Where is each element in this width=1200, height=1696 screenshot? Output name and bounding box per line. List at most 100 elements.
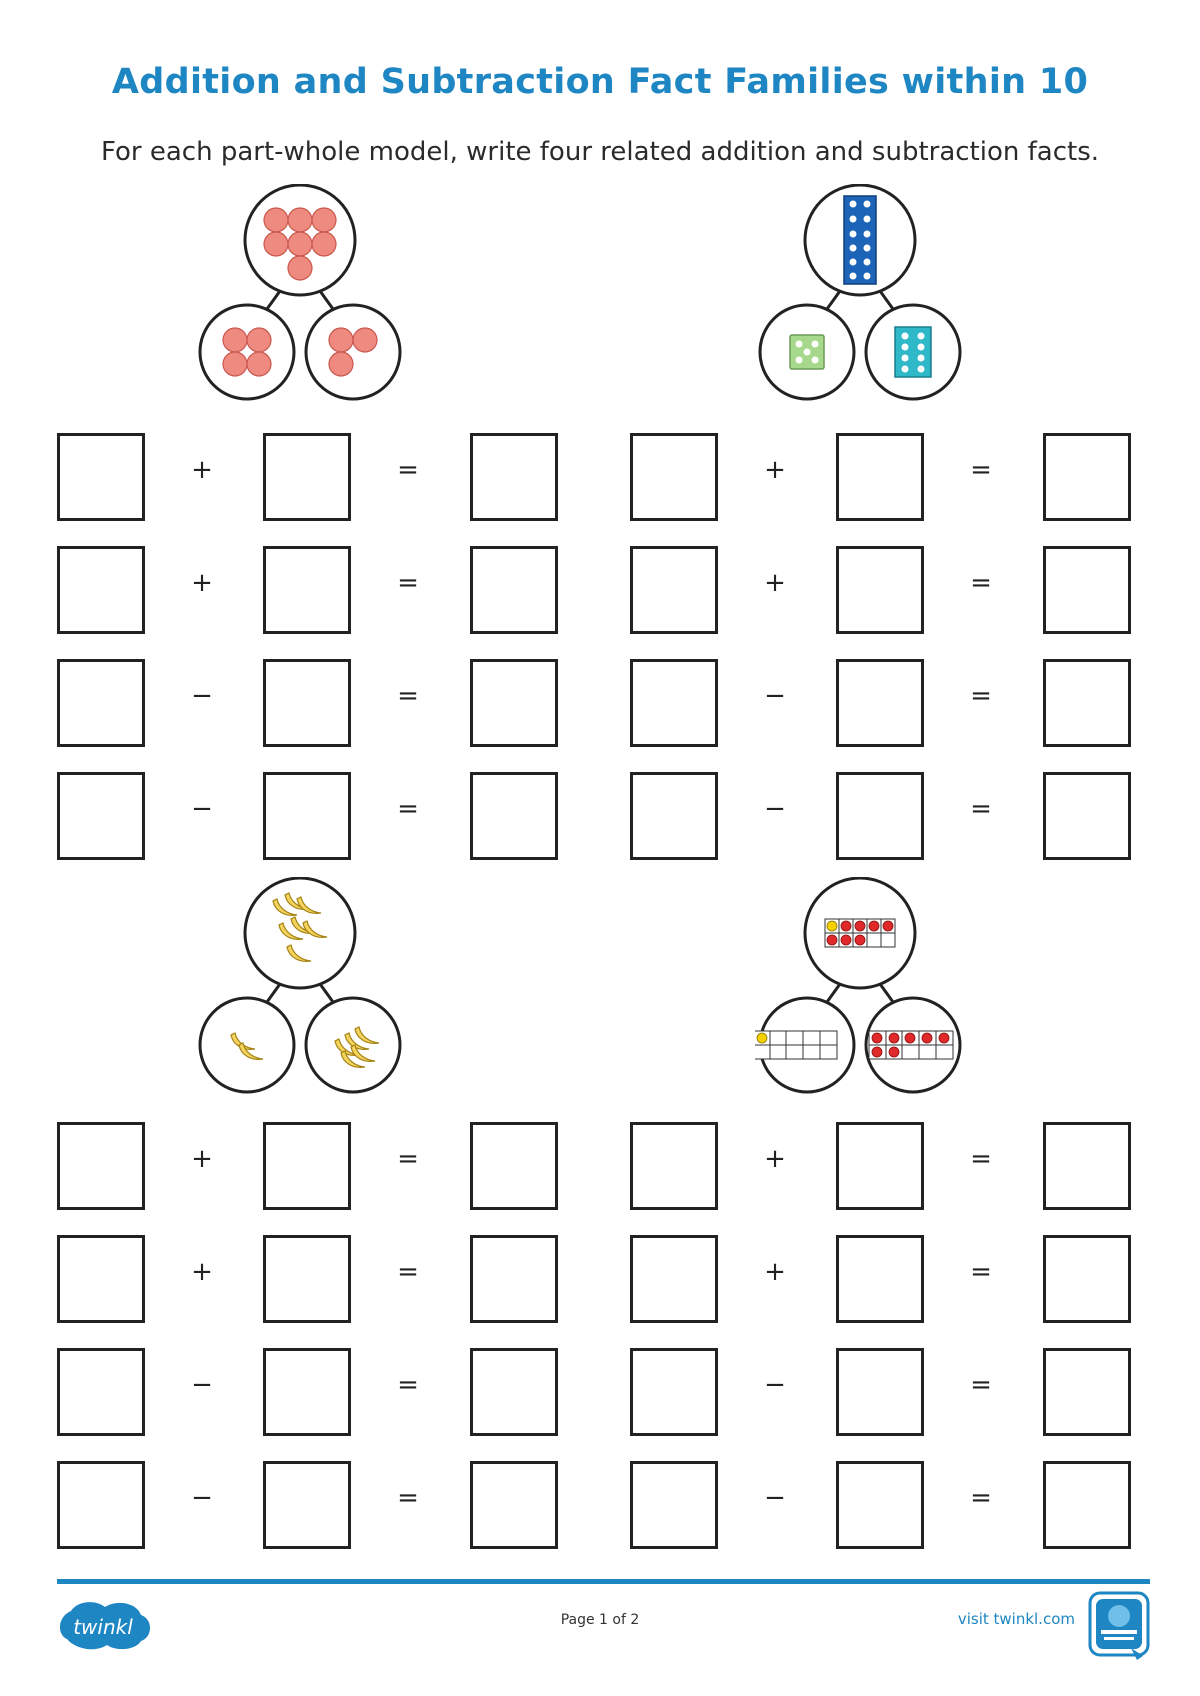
answer-box[interactable] <box>263 1235 351 1323</box>
equals-sign: = <box>970 455 992 485</box>
page-title: Addition and Subtraction Fact Families w… <box>111 62 1089 102</box>
equation-row: + = <box>630 1122 1140 1210</box>
answer-box[interactable] <box>630 1122 718 1210</box>
answer-box[interactable] <box>1043 433 1131 521</box>
equation-row: − = <box>630 772 1140 860</box>
part-circle-left <box>755 996 856 1094</box>
ten-frame-icon <box>755 1030 838 1060</box>
answer-box[interactable] <box>630 659 718 747</box>
minus-sign: − <box>764 1483 786 1513</box>
equation-row: + = <box>57 433 567 521</box>
answer-box[interactable] <box>263 433 351 521</box>
answer-box[interactable] <box>836 546 924 634</box>
answer-box[interactable] <box>57 433 145 521</box>
part-whole-model-counters <box>198 184 402 401</box>
part-circle-left <box>198 303 296 401</box>
equals-sign: = <box>397 568 419 598</box>
answer-box[interactable] <box>630 1235 718 1323</box>
answer-box[interactable] <box>57 772 145 860</box>
quality-badge-icon <box>1088 1591 1150 1660</box>
plus-sign: + <box>191 1144 213 1174</box>
answer-box[interactable] <box>630 546 718 634</box>
page-number: Page 1 of 2 <box>560 1612 640 1628</box>
answer-box[interactable] <box>836 772 924 860</box>
equation-row: + = <box>57 1235 567 1323</box>
answer-box[interactable] <box>470 772 558 860</box>
answer-box[interactable] <box>836 1122 924 1210</box>
answer-box[interactable] <box>470 1122 558 1210</box>
answer-box[interactable] <box>470 659 558 747</box>
answer-box[interactable] <box>1043 772 1131 860</box>
answer-box[interactable] <box>1043 659 1131 747</box>
answer-box[interactable] <box>1043 1461 1131 1549</box>
equals-sign: = <box>397 1483 419 1513</box>
plus-sign: + <box>764 455 786 485</box>
equation-row: + = <box>57 1122 567 1210</box>
equation-row: + = <box>630 1235 1140 1323</box>
answer-box[interactable] <box>470 433 558 521</box>
twinkl-logo[interactable]: twinkl <box>55 1597 155 1657</box>
plus-sign: + <box>191 1257 213 1287</box>
answer-box[interactable] <box>263 772 351 860</box>
part-whole-model-cubes <box>758 184 962 401</box>
equation-row: + = <box>57 546 567 634</box>
answer-box[interactable] <box>263 659 351 747</box>
instructions: For each part-whole model, write four re… <box>100 137 1100 167</box>
answer-box[interactable] <box>57 546 145 634</box>
equation-row: + = <box>630 433 1140 521</box>
equals-sign: = <box>397 455 419 485</box>
answer-box[interactable] <box>1043 1122 1131 1210</box>
plus-sign: + <box>191 568 213 598</box>
equation-row: − = <box>630 1461 1140 1549</box>
answer-box[interactable] <box>263 1348 351 1436</box>
dice-icon <box>789 334 825 370</box>
ten-frame-icon <box>868 1030 954 1060</box>
ten-frame-icon <box>824 918 896 948</box>
answer-box[interactable] <box>57 1122 145 1210</box>
answer-box[interactable] <box>263 1461 351 1549</box>
equation-row: − = <box>57 772 567 860</box>
part-circle-left <box>198 996 296 1094</box>
answer-box[interactable] <box>57 659 145 747</box>
answer-box[interactable] <box>1043 546 1131 634</box>
equation-row: − = <box>57 1348 567 1436</box>
whole-circle <box>243 184 357 297</box>
answer-box[interactable] <box>836 433 924 521</box>
answer-box[interactable] <box>470 1348 558 1436</box>
whole-circle <box>803 184 917 297</box>
answer-box[interactable] <box>630 433 718 521</box>
answer-box[interactable] <box>57 1461 145 1549</box>
equation-row: − = <box>630 1348 1140 1436</box>
visit-link[interactable]: visit twinkl.com <box>957 1610 1075 1628</box>
minus-sign: − <box>191 794 213 824</box>
equals-sign: = <box>970 794 992 824</box>
equals-sign: = <box>970 1370 992 1400</box>
cube-tower-icon <box>894 326 932 378</box>
minus-sign: − <box>764 794 786 824</box>
plus-sign: + <box>191 455 213 485</box>
answer-box[interactable] <box>57 1348 145 1436</box>
answer-box[interactable] <box>263 546 351 634</box>
logo-text: twinkl <box>73 1615 133 1639</box>
answer-box[interactable] <box>630 1461 718 1549</box>
answer-box[interactable] <box>836 659 924 747</box>
answer-box[interactable] <box>470 1461 558 1549</box>
answer-box[interactable] <box>630 772 718 860</box>
answer-box[interactable] <box>1043 1348 1131 1436</box>
answer-box[interactable] <box>470 1235 558 1323</box>
equals-sign: = <box>970 681 992 711</box>
answer-box[interactable] <box>836 1348 924 1436</box>
minus-sign: − <box>764 681 786 711</box>
equation-row: − = <box>630 659 1140 747</box>
answer-box[interactable] <box>263 1122 351 1210</box>
part-circle-right <box>864 996 962 1094</box>
answer-box[interactable] <box>470 546 558 634</box>
equals-sign: = <box>970 1257 992 1287</box>
answer-box[interactable] <box>1043 1235 1131 1323</box>
answer-box[interactable] <box>630 1348 718 1436</box>
answer-box[interactable] <box>836 1461 924 1549</box>
answer-box[interactable] <box>57 1235 145 1323</box>
counters-part-icon <box>222 327 272 377</box>
whole-circle <box>243 877 357 990</box>
answer-box[interactable] <box>836 1235 924 1323</box>
